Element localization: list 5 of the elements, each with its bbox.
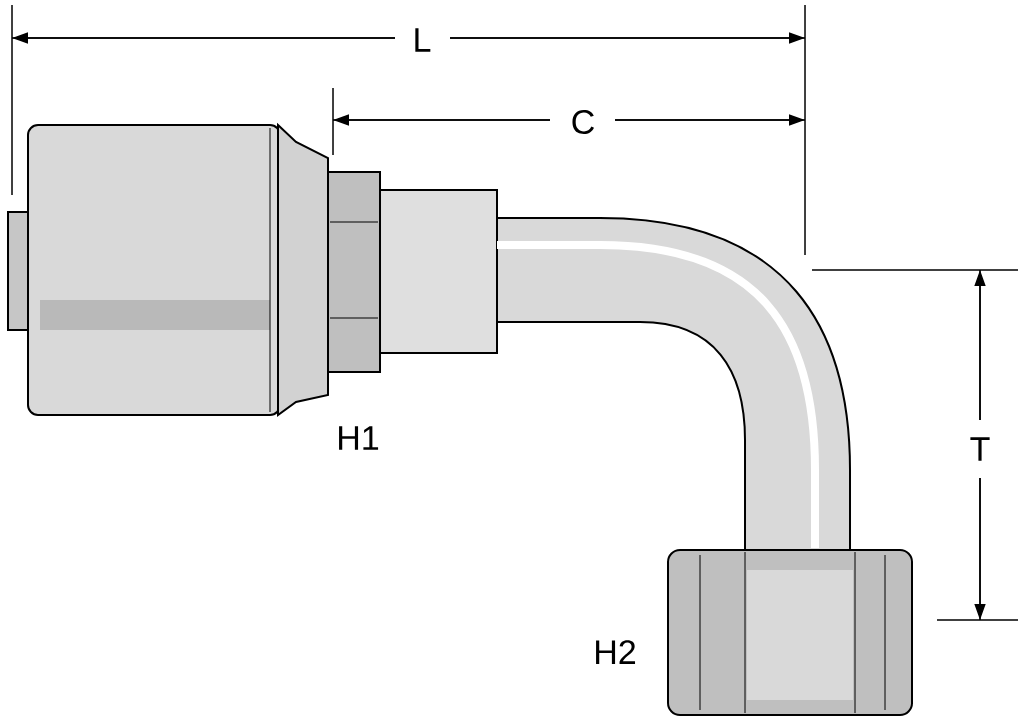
- dimension-label: T: [970, 437, 990, 461]
- dimension-label: L: [415, 28, 431, 52]
- port-label: H1: [339, 426, 379, 450]
- dimension-label: C: [572, 109, 594, 135]
- port-label: H2: [596, 640, 636, 664]
